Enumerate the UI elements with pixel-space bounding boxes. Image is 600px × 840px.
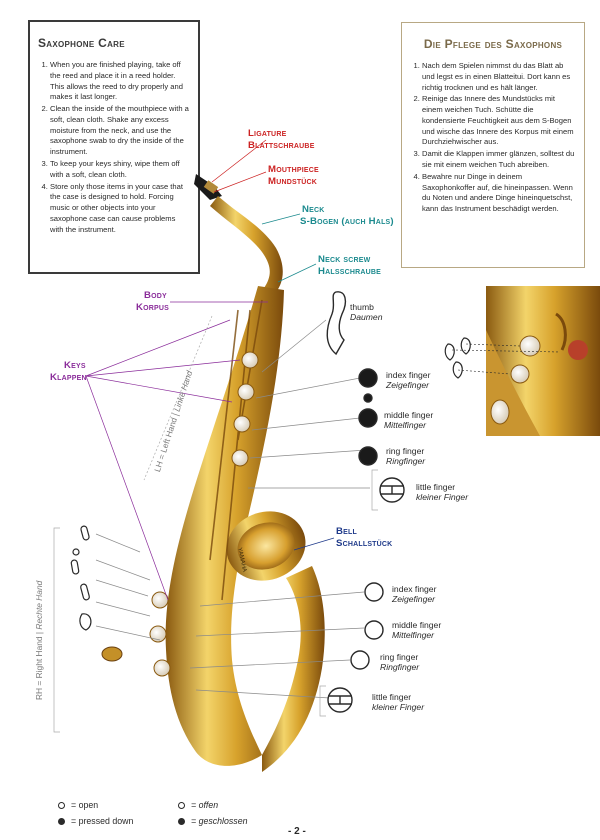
brand-engraving: YAMAHA (236, 547, 247, 573)
neck-illustration (210, 196, 283, 292)
inset-callouts (451, 343, 561, 375)
thumb-key-icon (326, 291, 347, 356)
finger-label-lh-little: little finger kleiner Finger (416, 482, 469, 503)
label-ligature: Ligature Blattschraube (248, 128, 315, 151)
ring-finger-key-icon (358, 446, 378, 466)
finger-label-rh-index: index finger Zeigefinger (392, 584, 437, 605)
label-keys: Keys Klappen (50, 360, 87, 383)
care-title-english: Saxophone Care (38, 36, 125, 50)
bell-illustration (262, 566, 325, 772)
side-key-icons (70, 525, 92, 631)
care-item-english: When you are finished playing, take off … (50, 60, 190, 103)
care-item-english: Clean the inside of the mouthpiece with … (50, 104, 190, 158)
rh-middle-finger-key-icon (364, 620, 384, 640)
filled-circle-icon (178, 818, 185, 826)
page-number: - 2 - (288, 826, 306, 837)
care-item-english: To keep your keys shiny, wipe them off w… (50, 159, 190, 181)
open-circle-icon (178, 802, 185, 810)
label-body: Body Korpus (136, 290, 170, 313)
middle-finger-key-icon (358, 408, 378, 428)
care-list-english: When you are finished playing, take off … (38, 60, 190, 236)
care-box-english: Saxophone Care When you are finished pla… (28, 20, 200, 274)
legend-pressed-english: = pressed down (58, 816, 133, 826)
rh-ring-finger-key-icon (350, 650, 370, 670)
mouthpiece-illustration (194, 174, 222, 200)
finger-label-lh-middle: middle finger Mittelfinger (384, 410, 434, 431)
right-hand-finger-icons (327, 582, 384, 713)
care-item-english: Store only those items in your case that… (50, 182, 190, 236)
filled-circle-icon (58, 818, 65, 826)
care-item-german: Reinige das Innere des Mundstücks mit ei… (422, 94, 576, 148)
finger-label-rh-middle: middle finger Mittelfinger (392, 620, 442, 641)
care-list-german: Nach dem Spielen nimmst du das Blatt ab … (410, 61, 576, 215)
finger-label-lh-thumb: thumb Daumen (350, 302, 383, 323)
label-neck-screw: Neck screw Halsschraube (318, 254, 381, 277)
left-hand-finger-icons (326, 291, 405, 503)
finger-label-rh-ring: ring finger Ringfinger (380, 652, 420, 673)
callout-lines (53, 139, 378, 733)
care-box-german: Die Pflege des Saxophons Nach dem Spiele… (401, 22, 585, 268)
care-title-german: Die Pflege des Saxophons (423, 37, 563, 51)
care-item-german: Bewahre nur Dinge in deinem Saxophonkoff… (422, 172, 576, 215)
care-item-german: Nach dem Spielen nimmst du das Blatt ab … (422, 61, 576, 93)
label-neck: Neck S-Bogen (auch Hals) (300, 204, 394, 227)
label-bell: Bell Schallstück (336, 526, 393, 549)
right-hand-label: RH = Right Hand | Rechte Hand (34, 580, 44, 700)
finger-label-lh-index: index finger Zeigefinger (386, 370, 431, 391)
care-item-german: Damit die Klappen immer glänzen, solltes… (422, 149, 576, 171)
index-finger-key-icon (358, 368, 378, 388)
finger-label-rh-little: little finger kleiner Finger (372, 692, 425, 713)
close-up-inset (486, 286, 600, 436)
body-keys (101, 351, 259, 677)
legend-open-english: = open (58, 800, 98, 810)
inset-key-icons (444, 337, 471, 379)
label-mouthpiece: Mouthpiece Mundstück (268, 164, 319, 187)
finger-label-lh-ring: ring finger Ringfinger (386, 446, 426, 467)
legend-pressed-german: = geschlossen (178, 816, 247, 826)
legend-open-german: = offen (178, 800, 218, 810)
rh-index-finger-key-icon (364, 582, 384, 602)
open-circle-icon (58, 802, 65, 810)
body-illustration (165, 286, 284, 766)
